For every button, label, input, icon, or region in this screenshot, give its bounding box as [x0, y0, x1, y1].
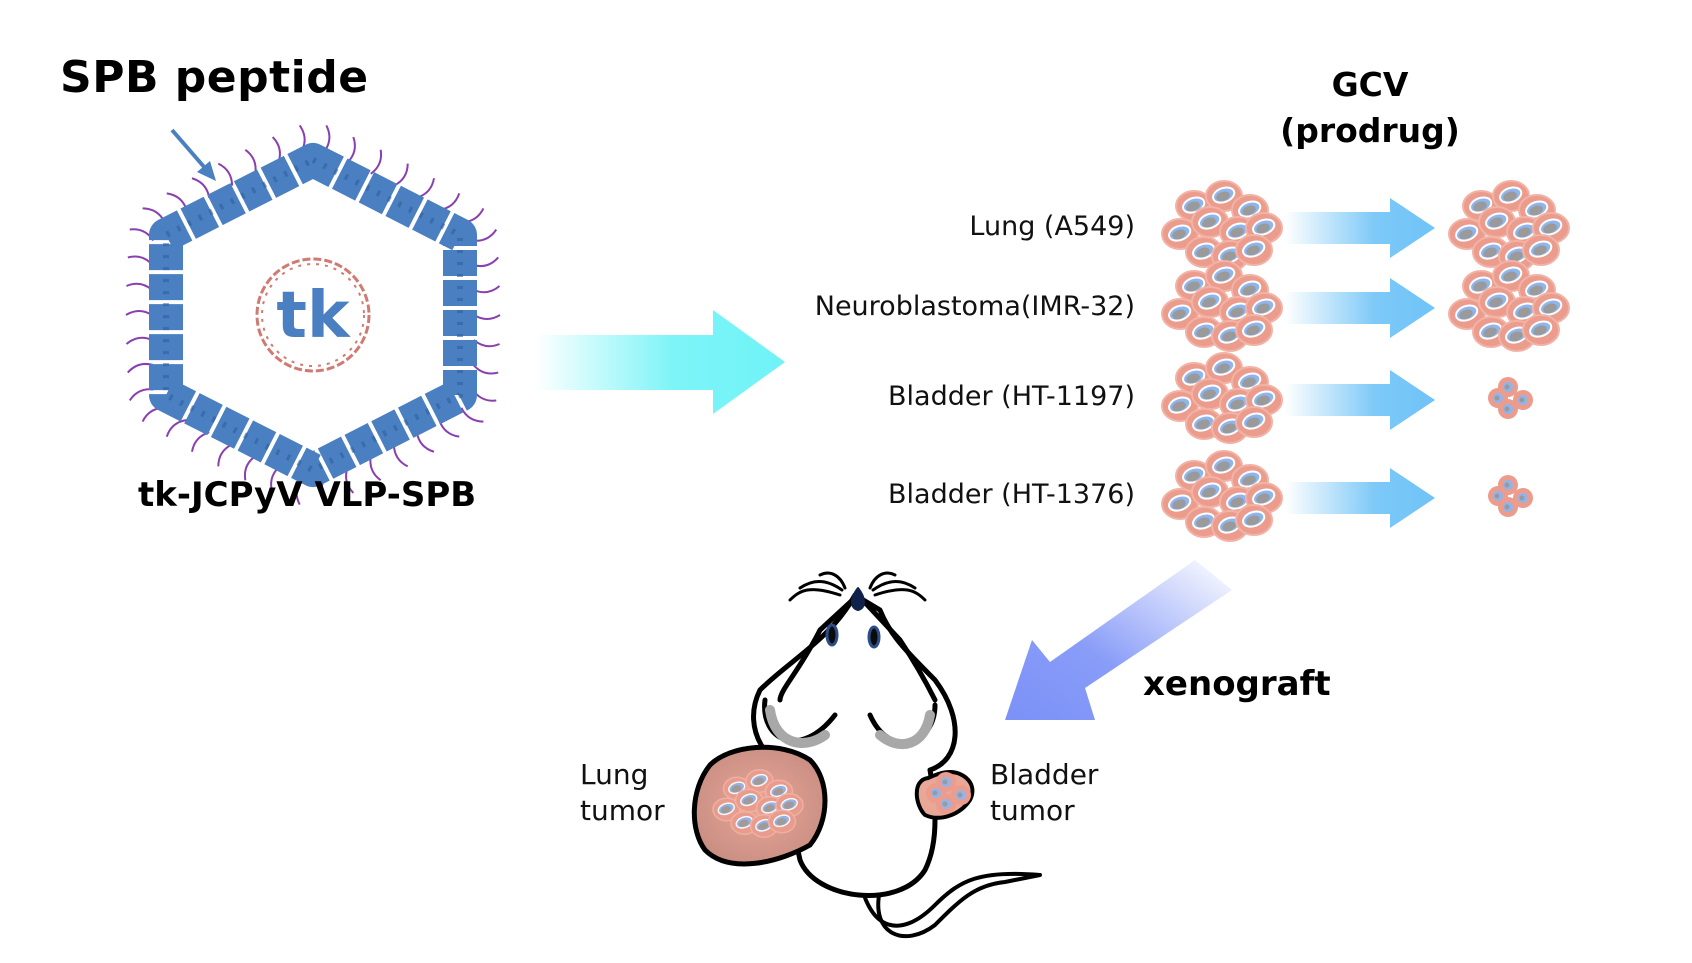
bladder-tumor-line1: Bladder [990, 758, 1099, 791]
bladder-tumor-label: Bladder tumor [990, 757, 1098, 829]
dna-plasmid-strand [261, 263, 365, 367]
peptide-tail [191, 431, 210, 452]
xenograft-arrow [1005, 560, 1232, 720]
peptide-tail [125, 336, 153, 345]
gene-label: tk [276, 279, 351, 353]
lung-tumor-line1: Lung [580, 758, 649, 791]
peptide-tail [191, 177, 211, 198]
cell-line-label: Bladder (HT-1197) [888, 381, 1135, 412]
vlp-particle-label: tk-JCPyV VLP-SPB [138, 475, 477, 515]
peptide-tail [127, 255, 154, 266]
lung-tumor-label: Lung tumor [580, 757, 665, 829]
capsid-shell [149, 143, 477, 487]
cell-cluster-after [1449, 261, 1569, 351]
cell-cluster-after-reduced [1488, 377, 1533, 419]
peptide-tail [244, 148, 257, 174]
gcv-treatment-arrow [1285, 468, 1435, 528]
gcv-treatment-arrow [1285, 198, 1435, 258]
cell-line-row [1162, 261, 1569, 351]
cell-cluster-before [1162, 451, 1282, 541]
lung-tumor-mass [691, 744, 828, 867]
bladder-tumor-line2: tumor [990, 794, 1075, 827]
cell-line-row [1162, 451, 1533, 541]
mouse-left-eye [825, 623, 839, 647]
cell-line-label: Neuroblastoma(IMR-32) [814, 291, 1135, 322]
cell-line-label: Bladder (HT-1376) [888, 479, 1135, 510]
peptide-tail [460, 407, 484, 423]
peptide-tail [393, 163, 409, 187]
cell-line-row [1162, 181, 1569, 271]
dna-plasmid [255, 257, 371, 373]
spb-peptide-label: SPB peptide [60, 52, 369, 103]
gcv-label-line1: GCV [1331, 65, 1409, 104]
peptide-tail [165, 419, 187, 437]
gcv-treatment-arrow [1285, 278, 1435, 338]
cell-cluster-before [1162, 353, 1282, 443]
mouse-whiskers-left [788, 571, 847, 602]
mouse-tail [858, 871, 1042, 939]
bladder-tumor-mass [914, 769, 975, 820]
peptide-tail [217, 162, 234, 186]
gcv-label-line2: (prodrug) [1280, 111, 1460, 150]
peptide-tail [125, 310, 153, 316]
gcv-treatment-arrow [1285, 370, 1435, 430]
mouse-whiskers-right [868, 571, 927, 602]
peptide-tail [126, 282, 153, 291]
cell-line-row [1162, 353, 1533, 443]
peptide-tail [127, 362, 153, 374]
peptide-tail [370, 149, 383, 175]
peptide-tail [473, 339, 500, 348]
mouse-right-eye [867, 625, 881, 649]
peptide-tail [416, 178, 435, 199]
peptide-tail [346, 136, 356, 164]
xenograft-label: xenograft [1143, 664, 1331, 704]
peptide-tail [392, 444, 409, 468]
lung-tumor-line2: tumor [580, 794, 665, 827]
cell-cluster-after [1449, 181, 1569, 271]
peptide-tail [473, 256, 499, 268]
peptide-tail [415, 432, 435, 453]
peptide-tail [473, 285, 501, 294]
gcv-prodrug-label: GCV (prodrug) [1270, 62, 1470, 154]
mouse-nose [851, 587, 865, 611]
vlp-particle: tk [125, 124, 501, 506]
peptide-tail [472, 364, 499, 375]
peptide-tail [473, 314, 501, 320]
cell-cluster-before [1162, 261, 1282, 351]
peptide-tail [217, 443, 233, 467]
cell-cluster-after-reduced [1488, 475, 1533, 517]
cell-line-label: Lung (A549) [969, 211, 1135, 242]
mouse-head [777, 592, 938, 703]
peptide-pointer-arrow [170, 128, 216, 181]
cell-cluster-before [1162, 181, 1282, 271]
main-transfer-arrow [535, 310, 785, 414]
